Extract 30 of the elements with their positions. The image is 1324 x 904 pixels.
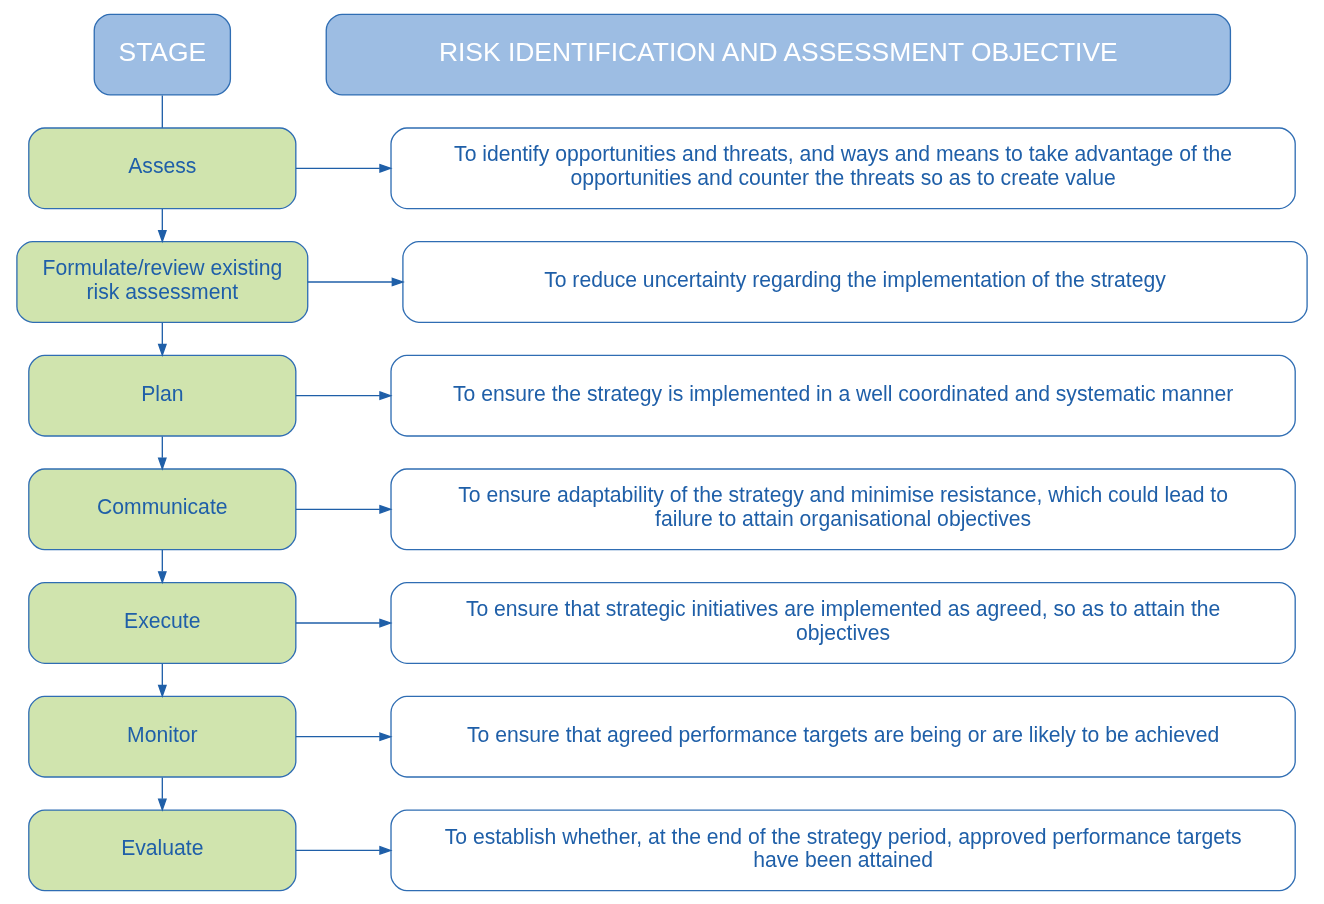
node-box: Execute: [28, 581, 297, 664]
node-box: Evaluate: [28, 808, 297, 891]
arrow: [157, 662, 167, 698]
node-box: To ensure the strategy is implemented in a well coordinated and systematic manner: [390, 354, 1296, 437]
arrow: [157, 548, 167, 584]
arrow: [295, 504, 393, 514]
arrow: [295, 845, 393, 855]
arrow: [157, 435, 167, 471]
arrow: [295, 617, 393, 628]
node-box: RISK IDENTIFICATION AND ASSESSMENT OBJECTIVE: [325, 13, 1232, 96]
connector: [161, 94, 163, 128]
arrow: [157, 321, 167, 357]
node-box: STAGE: [93, 13, 232, 96]
arrow: [295, 163, 393, 173]
node-box: Communicate: [28, 467, 297, 550]
arrow: [307, 276, 405, 287]
node-box: Plan: [28, 354, 297, 437]
node-box: Formulate/review existing risk assessment: [16, 240, 309, 323]
arrow: [157, 207, 167, 243]
node-box: To ensure adaptability of the strategy and minimise resistance, which could lead to failure to attain organisational objectives: [390, 467, 1296, 550]
node-box: To ensure that strategic initiatives are implemented as agreed, so as to attain the objectives: [390, 581, 1296, 664]
arrow: [295, 390, 393, 400]
node-box: To reduce uncertainty regarding the implementation of the strategy: [402, 240, 1308, 323]
node-box: To identify opportunities and threats, and ways and means to take advantage of the opportunities and counter the threats so as to create value: [390, 126, 1296, 209]
node-box: To ensure that agreed performance targets are being or are likely to be achieved: [390, 695, 1296, 778]
arrow: [157, 776, 167, 812]
node-box: Assess: [28, 126, 297, 209]
node-box: To establish whether, at the end of the strategy period, approved performance targets have been attained: [390, 808, 1296, 891]
arrow: [295, 731, 393, 741]
node-box: Monitor: [28, 695, 297, 778]
